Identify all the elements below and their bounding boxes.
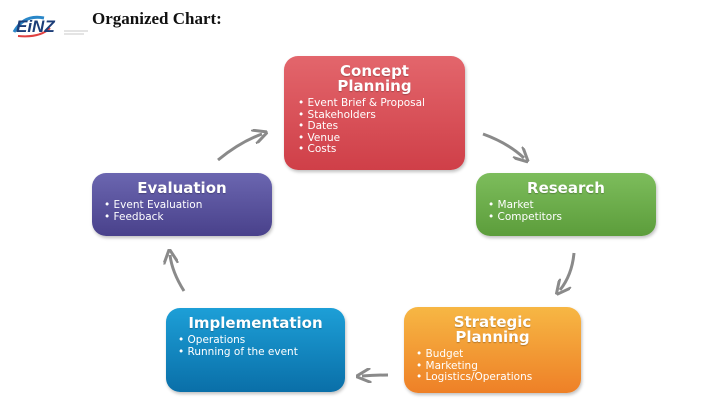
list-item: Event Brief & Proposal (298, 97, 453, 110)
evaluation-box: Evaluation Event Evaluation Feedback (92, 173, 272, 236)
strategic-planning-items: Budget Marketing Logistics/Operations (416, 348, 569, 384)
research-items: Market Competitors (488, 199, 644, 224)
implementation-box: Implementation Operations Running of the… (166, 308, 345, 392)
arrow-concept-to-research (482, 132, 524, 158)
implementation-items: Operations Running of the event (178, 334, 333, 359)
strategic-planning-box: Strategic Planning Budget Marketing Logi… (404, 307, 581, 393)
page-title: Organized Chart: (92, 9, 222, 28)
arrow-research-to-strategic (560, 252, 576, 290)
concept-planning-title: Concept Planning (337, 62, 412, 95)
list-item: Market (488, 199, 644, 212)
list-item: Logistics/Operations (416, 371, 569, 384)
arrow-implementation-to-evaluation (170, 255, 186, 292)
research-box: Research Market Competitors (476, 173, 656, 236)
arrow-strategic-to-implementation (362, 375, 389, 376)
list-item: Venue (298, 132, 453, 145)
arrow-evaluation-to-concept (217, 134, 262, 162)
evaluation-items: Event Evaluation Feedback (104, 199, 260, 224)
einz-logo: EiNZ (12, 15, 88, 38)
list-item: Running of the event (178, 346, 333, 359)
logo-text: EiNZ (16, 17, 55, 36)
list-item: Costs (298, 143, 453, 156)
implementation-title: Implementation (188, 314, 323, 332)
strategic-planning-title: Strategic Planning (453, 313, 532, 346)
research-title: Research (527, 179, 605, 197)
list-item: Dates (298, 120, 453, 133)
list-item: Operations (178, 334, 333, 347)
concept-planning-box: Concept Planning Event Brief & Proposal … (284, 56, 465, 170)
list-item: Competitors (488, 211, 644, 224)
list-item: Stakeholders (298, 109, 453, 122)
list-item: Marketing (416, 360, 569, 373)
list-item: Event Evaluation (104, 199, 260, 212)
concept-planning-items: Event Brief & Proposal Stakeholders Date… (298, 97, 453, 156)
list-item: Budget (416, 348, 569, 361)
list-item: Feedback (104, 211, 260, 224)
evaluation-title: Evaluation (137, 179, 227, 197)
